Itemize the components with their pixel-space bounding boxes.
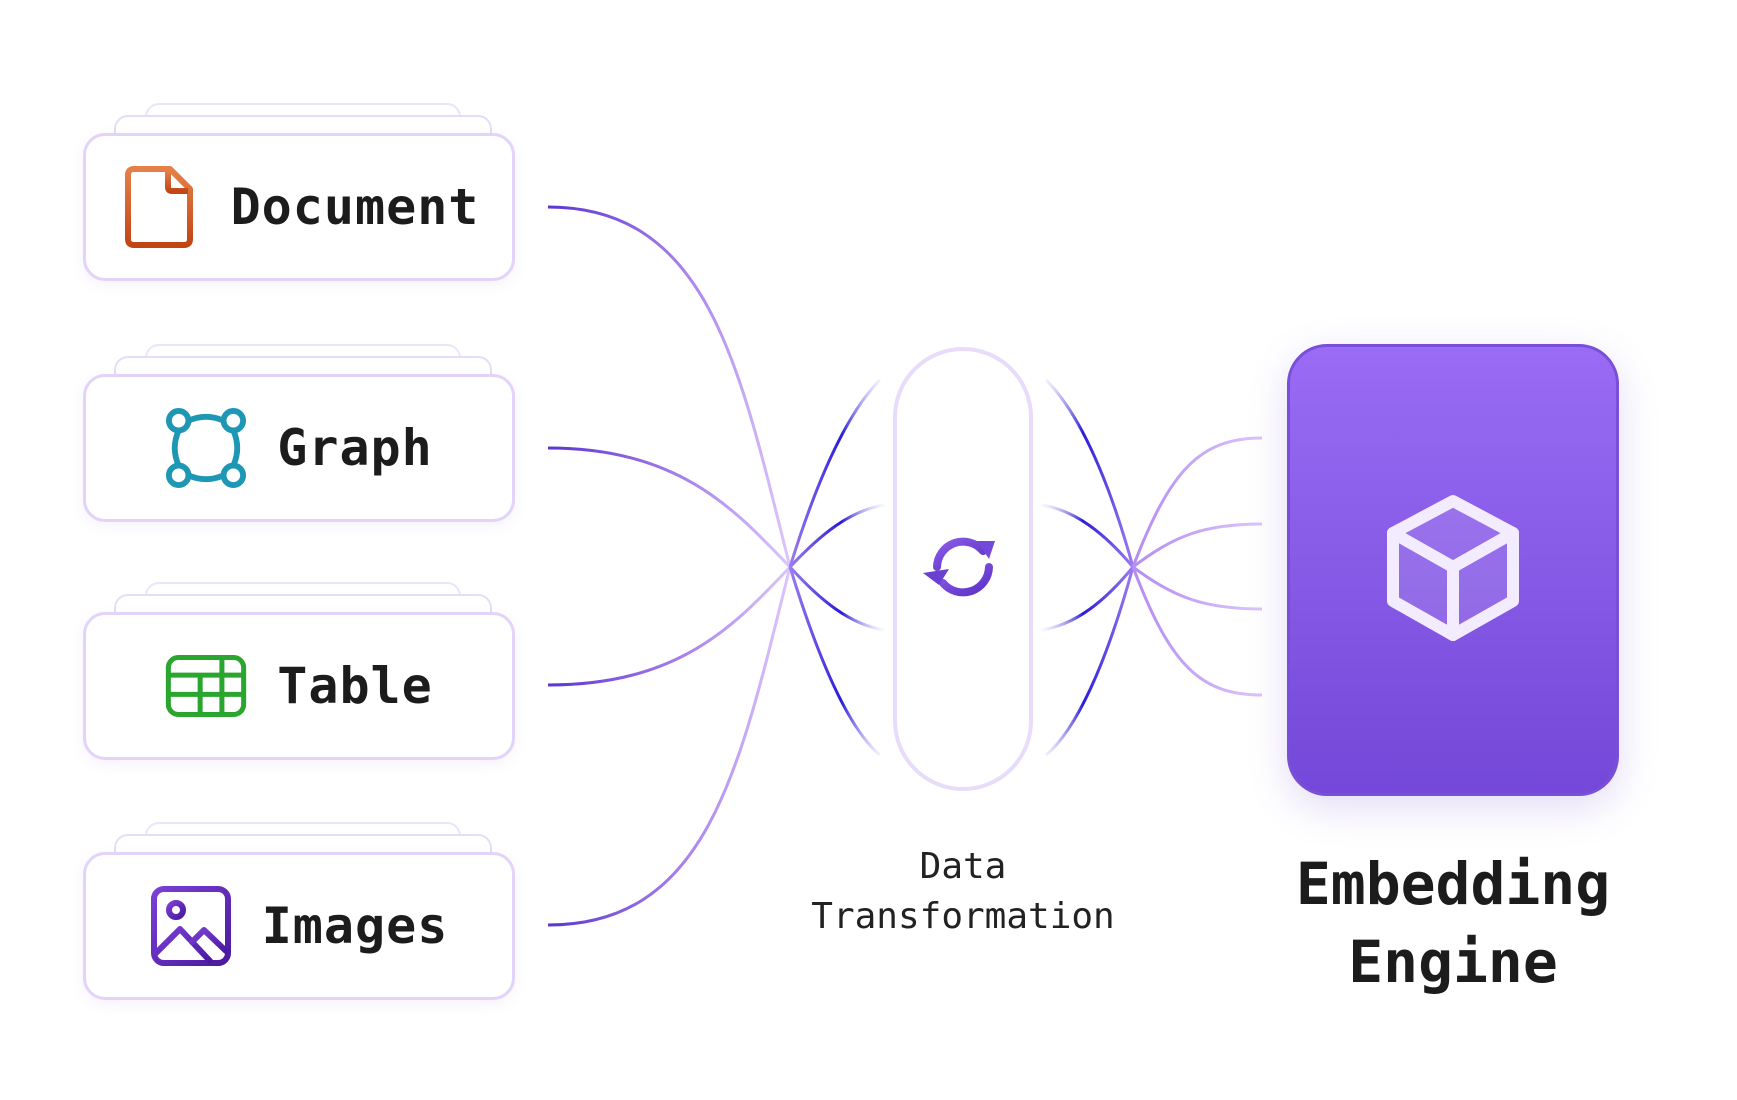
embedding-engine-node (1287, 344, 1619, 796)
source-table: Table (83, 582, 519, 767)
connector-in-upper (788, 503, 886, 569)
connector-out-upper (1040, 503, 1135, 568)
source-images: Images (83, 822, 519, 1007)
source-graph: Graph (83, 344, 519, 529)
embedding-engine-title: Embedding Engine (1295, 850, 1611, 996)
connector-table (547, 565, 792, 687)
connector-in-bottom (788, 566, 881, 757)
refresh-icon (915, 527, 1011, 611)
data-transformation-node (893, 347, 1033, 791)
document-icon (119, 166, 201, 248)
graph-label: Graph (277, 419, 433, 477)
images-card: Images (83, 852, 515, 1000)
table-label: Table (277, 657, 433, 715)
connector-in-top (788, 378, 882, 568)
graph-nodes-icon (165, 407, 247, 489)
connector-document (547, 205, 792, 568)
graph-card: Graph (83, 374, 515, 522)
table-card: Table (83, 612, 515, 760)
connector-out-top (1044, 378, 1135, 568)
connector-in-lower (788, 565, 886, 632)
images-label: Images (261, 897, 449, 955)
connector-engine-2 (1132, 522, 1263, 569)
connector-engine-3 (1132, 565, 1263, 611)
document-card: Document (83, 133, 515, 281)
table-grid-icon (165, 645, 247, 727)
connector-out-lower (1040, 566, 1135, 632)
source-document: Document (83, 103, 519, 288)
connector-engine-4 (1131, 566, 1263, 697)
connector-images (547, 566, 792, 927)
cube-icon (1385, 493, 1521, 647)
document-label: Document (230, 178, 480, 236)
image-icon (150, 885, 232, 967)
data-transformation-label: Data Transformation (811, 846, 1115, 937)
connector-out-bottom (1045, 566, 1135, 757)
connector-engine-1 (1131, 436, 1263, 568)
connector-graph (547, 446, 792, 569)
